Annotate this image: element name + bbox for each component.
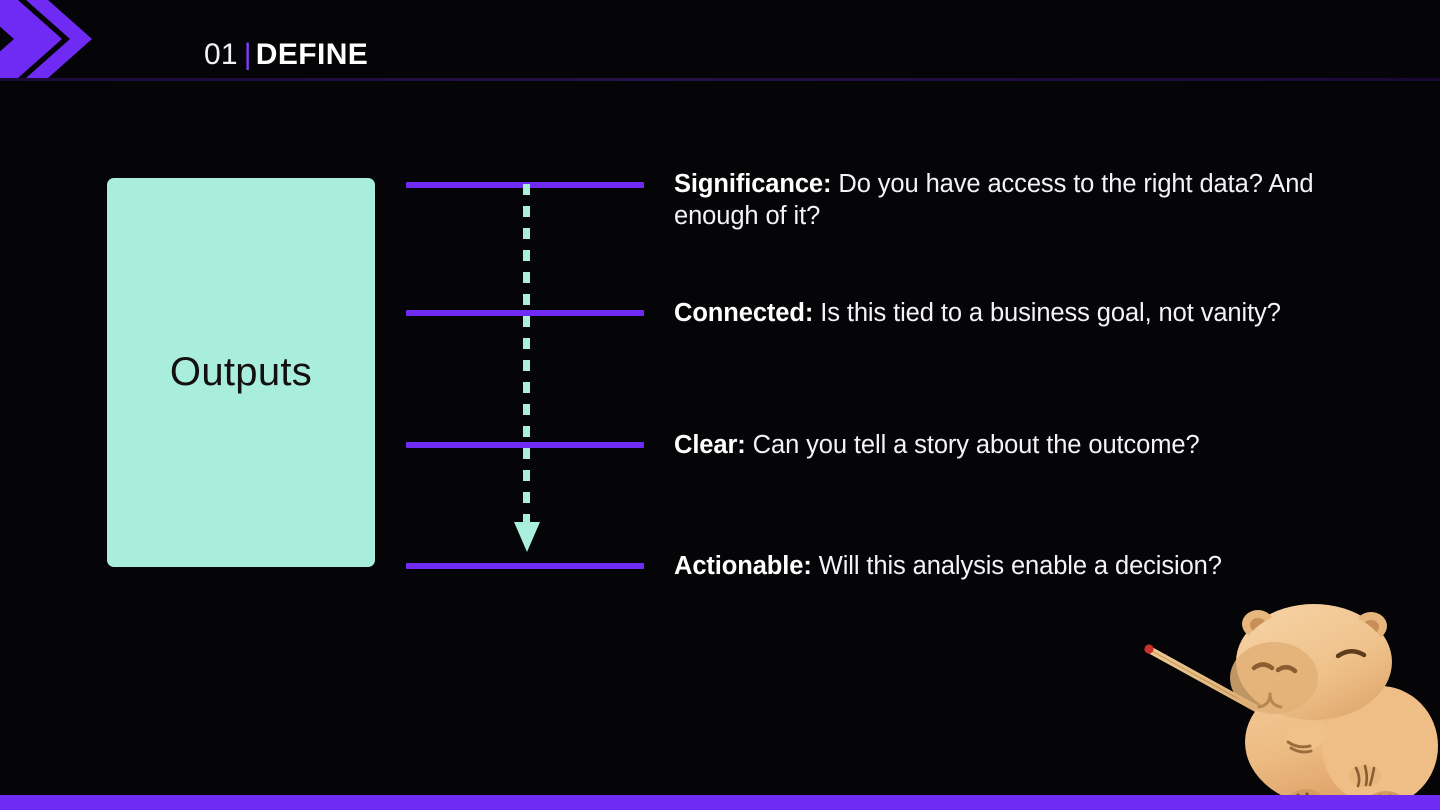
dotted-vertical-line-icon — [523, 184, 530, 536]
connector-rail — [406, 563, 644, 569]
point-text: Will this analysis enable a decision? — [811, 552, 1222, 580]
list-item: Connected: Is this tied to a business go… — [674, 297, 1374, 329]
point-text: Do you have access to the right data? An… — [674, 170, 1314, 230]
double-chevron-right-icon — [0, 0, 92, 79]
header-separator: | — [243, 38, 252, 71]
list-item: Clear: Can you tell a story about the ou… — [674, 429, 1374, 461]
capybara-mascot-icon — [1128, 596, 1440, 810]
page-title: 01|DEFINE — [204, 38, 368, 72]
point-term: Connected: — [674, 299, 814, 327]
point-text: Can you tell a story about the outcome? — [745, 431, 1200, 459]
header-label: DEFINE — [255, 38, 369, 71]
point-term: Significance: — [674, 170, 832, 198]
footer-accent-bar — [0, 795, 1440, 810]
point-term: Actionable: — [674, 552, 812, 580]
list-item: Significance: Do you have access to the … — [674, 168, 1374, 232]
points-list: Significance: Do you have access to the … — [674, 0, 1414, 810]
connector-group — [406, 170, 644, 575]
point-text: Is this tied to a business goal, not van… — [813, 299, 1281, 327]
header-number: 01 — [204, 38, 238, 71]
slide-header: 01|DEFINE — [0, 0, 1440, 81]
header-divider — [0, 78, 1440, 81]
arrow-down-triangle-icon — [514, 522, 540, 552]
list-item: Actionable: Will this analysis enable a … — [674, 550, 1374, 582]
outputs-card-label: Outputs — [169, 350, 313, 394]
point-term: Clear: — [674, 431, 746, 459]
outputs-card: Outputs — [107, 178, 375, 567]
